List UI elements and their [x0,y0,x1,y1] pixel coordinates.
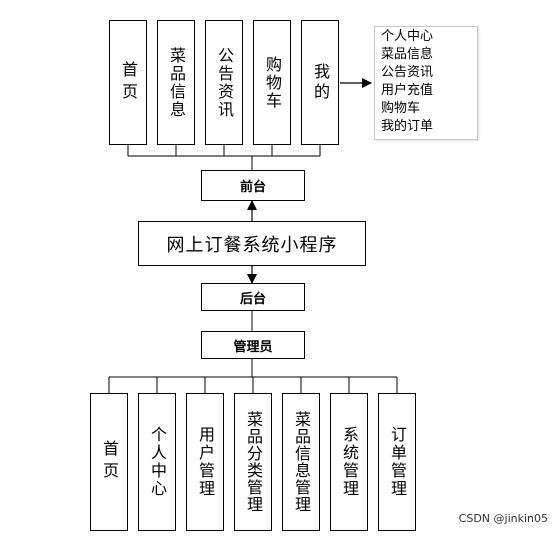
admin-label: 管理员 [233,339,273,355]
backend-node: 后台 [201,283,305,311]
submenu-item: 公告资讯 [381,65,434,80]
backend-module-dish-info-management: 菜品信息管理 [282,393,320,531]
module-label: 菜品分类管理 [244,411,263,513]
module-label: 订单管理 [388,426,407,498]
submenu-item: 个人中心 [381,29,434,44]
module-label: 我的 [311,62,330,103]
module-label: 购物车 [263,55,282,110]
system-title-node: 网上订餐系统小程序 [138,221,366,266]
system-title: 网上订餐系统小程序 [166,234,338,256]
backend-label: 后台 [239,291,266,307]
module-label: 系统管理 [340,426,359,498]
frontend-module-mine: 我的 [301,20,339,145]
module-label: 个人中心 [148,426,167,498]
module-label: 公告资讯 [215,46,234,119]
frontend-label: 前台 [239,180,266,195]
backend-module-user-management: 用户管理 [186,393,224,531]
frontend-module-home: 首页 [109,20,147,145]
mine-submenu-list: 个人中心 菜品信息 公告资讯 用户充值 购物车 我的订单 [374,26,478,140]
module-label: 用户管理 [196,426,215,498]
backend-module-home: 首页 [90,393,128,531]
submenu-item: 菜品信息 [381,47,434,62]
backend-module-order-management: 订单管理 [378,393,416,531]
module-label: 首页 [100,440,119,484]
module-label: 菜品信息管理 [292,411,311,513]
admin-node: 管理员 [201,331,305,359]
module-label: 首页 [119,60,138,105]
submenu-item: 购物车 [381,101,421,116]
module-label: 菜品信息 [167,46,186,119]
watermark: CSDN @jinkin05 [458,512,548,525]
submenu-item: 用户充值 [381,83,434,98]
frontend-node: 前台 [201,170,305,201]
submenu-item: 我的订单 [381,119,434,134]
backend-module-system-management: 系统管理 [330,393,368,531]
frontend-module-announcements: 公告资讯 [205,20,243,145]
frontend-module-cart: 购物车 [253,20,291,145]
frontend-module-dish-info: 菜品信息 [157,20,195,145]
backend-module-profile: 个人中心 [138,393,176,531]
backend-module-dish-category-management: 菜品分类管理 [234,393,272,531]
